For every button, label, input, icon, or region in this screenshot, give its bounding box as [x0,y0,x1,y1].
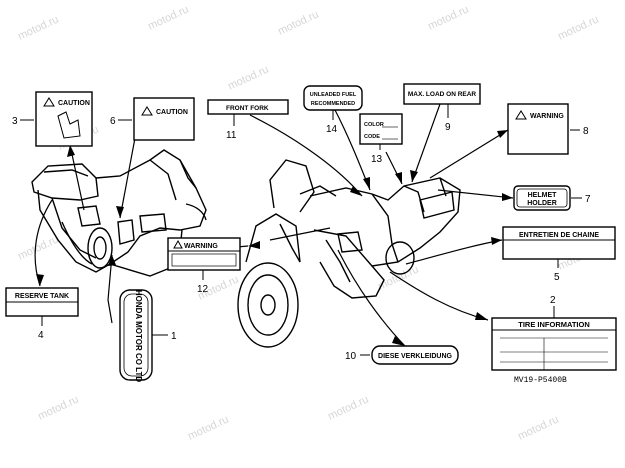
label-6-text: CAUTION [156,109,188,116]
callout-number-14: 14 [326,124,338,135]
warning-triangle-icon [173,239,183,249]
arrowheads [36,130,513,346]
callout-number-10: 10 [345,351,357,362]
label-14-unleaded-fuel: UNLEADED FUEL RECOMMENDED [303,85,363,111]
label-12-text: WARNING [184,243,218,250]
watermark: motod.ru [556,13,600,42]
label-12-warning: WARNING [167,237,241,271]
callout-number-11: 11 [226,130,237,141]
warning-triangle-icon [141,106,153,116]
callout-number-9: 9 [445,122,451,133]
watermark: motod.ru [16,233,60,262]
label-14-line1: UNLEADED FUEL [310,92,357,98]
hand-pictogram-icon [57,111,81,139]
label-11-text: FRONT FORK [226,105,269,112]
label-10-text: DIESE VERKLEIDUNG [378,353,452,360]
label-8-text: WARNING [530,113,564,120]
label-7-helmet-holder: HELMET HOLDER [513,185,571,211]
callout-number-12: 12 [197,284,209,295]
watermark: motod.ru [226,63,270,92]
label-3-caution: CAUTION [35,91,93,147]
drawing-code: MV19-P5400B [514,376,567,385]
label-9-text: MAX. LOAD ON REAR [408,91,477,98]
callout-number-13: 13 [371,154,383,165]
label-6-caution: CAUTION [133,97,195,141]
label-5-text: ENTRETIEN DE CHAINE [519,232,599,239]
label-2-tire-information: TIRE INFORMATION [491,317,617,371]
label-4-text: RESERVE TANK [15,293,69,300]
watermark: motod.ru [516,413,560,442]
watermark: motod.ru [186,413,230,442]
callout-number-8: 8 [583,126,589,137]
label-10-diese-verkleidung: DIESE VERKLEIDUNG [371,345,459,365]
watermark: motod.ru [326,393,370,422]
label-14-line2: RECOMMENDED [311,101,355,107]
label-1-honda-motor: HONDA MOTOR CO LTD [119,289,153,383]
callout-number-7: 7 [585,194,591,205]
label-9-max-load: MAX. LOAD ON REAR [403,83,481,105]
label-5-entretien-de-chaine: ENTRETIEN DE CHAINE [502,226,616,260]
callout-number-5: 5 [554,272,560,283]
label-8-warning: WARNING [507,103,569,155]
label-13-line2: CODE [364,134,380,140]
callout-number-3: 3 [12,116,18,127]
label-2-text: TIRE INFORMATION [518,320,590,329]
label-13-line1: COLOR [364,122,384,128]
watermark: motod.ru [146,3,190,32]
label-7-line2: HOLDER [527,200,557,207]
callout-number-2: 2 [550,295,556,306]
watermark: motod.ru [16,13,60,42]
label-4-reserve-tank: RESERVE TANK [5,287,79,317]
label-13-color-code: COLOR CODE [359,113,403,145]
motorcycle-front-view [237,159,461,348]
label-7-line1: HELMET [528,192,558,199]
callout-number-6: 6 [110,116,116,127]
label-11-front-fork: FRONT FORK [207,99,289,115]
label-3-text: CAUTION [58,100,90,107]
watermark: motod.ru [276,8,320,37]
warning-triangle-icon [515,110,527,120]
callout-number-4: 4 [38,330,44,341]
label-1-text: HONDA MOTOR CO LTD [134,290,143,383]
watermark-layer: motod.ru motod.ru motod.ru motod.ru moto… [16,3,600,442]
watermark: motod.ru [36,393,80,422]
warning-triangle-icon [43,97,55,107]
callout-number-1: 1 [171,331,177,342]
watermark: motod.ru [426,3,470,32]
